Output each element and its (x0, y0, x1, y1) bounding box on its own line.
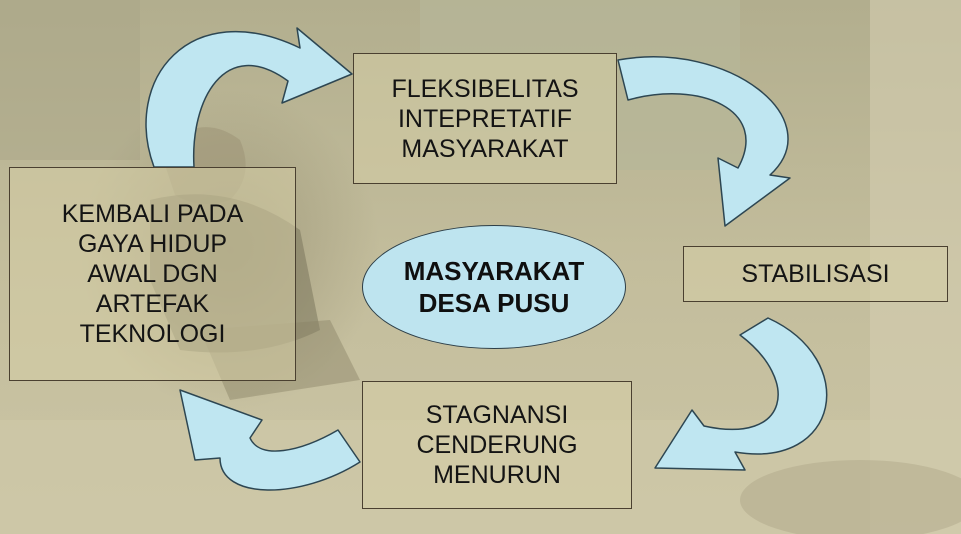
node-text-line: AWAL DGN (87, 260, 218, 288)
node-text-line: TEKNOLOGI (79, 320, 226, 348)
node-text-line: STAGNANSI (425, 401, 569, 429)
node-text-line: INTEPRETATIF (397, 104, 573, 133)
center-node-masyarakat-desa-pusu: MASYARAKAT DESA PUSU (362, 225, 626, 349)
node-stagnansi: STAGNANSI CENDERUNG MENURUN (362, 381, 632, 509)
node-kembali-pada-gaya-hidup: KEMBALI PADA GAYA HIDUP AWAL DGN ARTEFAK… (9, 167, 296, 381)
center-text-line: MASYARAKAT (403, 256, 585, 286)
curved-arrow-left-to-top (145, 27, 353, 168)
node-text-line: STABILISASI (741, 260, 890, 288)
node-text-line: GAYA HIDUP (77, 230, 228, 258)
node-fleksibelitas: FLEKSIBELITAS INTEPRETATIF MASYARAKAT (353, 53, 617, 184)
node-stabilisasi: STABILISASI (683, 246, 948, 302)
node-text-line: CENDERUNG (416, 431, 578, 459)
node-text-line: KEMBALI PADA (61, 200, 244, 228)
curved-arrow-right-to-bottom (654, 317, 828, 471)
node-text-line: MASYARAKAT (401, 134, 569, 163)
center-text-line: DESA PUSU (418, 288, 570, 318)
curved-arrow-bottom-to-left (179, 389, 361, 491)
curved-arrow-top-to-right (617, 56, 791, 227)
node-text-line: ARTEFAK (95, 290, 210, 318)
node-text-line: MENURUN (433, 461, 561, 489)
node-text-line: FLEKSIBELITAS (391, 74, 579, 103)
